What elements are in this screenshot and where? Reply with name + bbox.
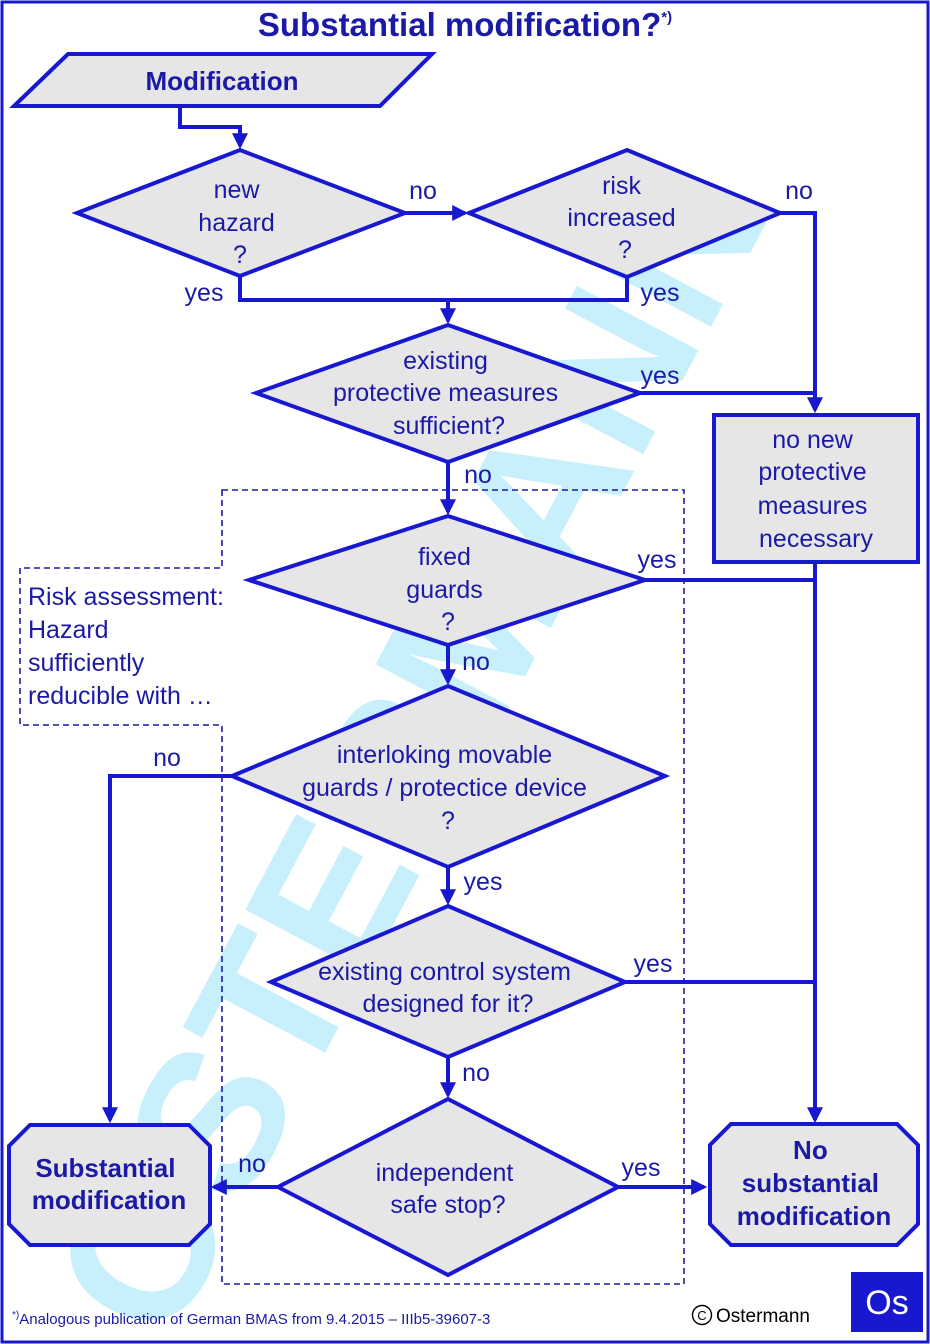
end-no-substantial-label: No substantial modification	[737, 1135, 892, 1231]
edge-label-risk-no: no	[785, 177, 813, 205]
edge-label-stop-yes: yes	[622, 1154, 661, 1182]
connectors	[102, 106, 823, 1195]
edge-label-measures-yes: yes	[641, 362, 680, 390]
edge-label-interlock-yes: yes	[464, 868, 503, 896]
logo-box	[851, 1272, 923, 1332]
edge-label-fixed-yes: yes	[638, 546, 677, 574]
edge-labels: no yes no yes yes no yes no no yes yes n…	[153, 177, 813, 1182]
box-no-new-measures-label: no new protective measures necessary	[758, 426, 875, 553]
box-no-new-measures	[712, 413, 920, 564]
decision-interlocking-guards	[226, 683, 671, 870]
page-title: Substantial modification?*)	[258, 6, 672, 43]
edge-label-risk-yes: yes	[641, 279, 680, 307]
copyright: C Ostermann	[691, 1304, 810, 1327]
end-substantial-label: Substantial modification	[32, 1153, 187, 1215]
decision-safe-stop	[273, 1096, 623, 1278]
decision-risk-increased	[463, 147, 786, 280]
decision-fixed-guards	[242, 513, 652, 648]
risk-assessment-note: Risk assessment: Hazard sufficiently red…	[28, 583, 231, 710]
edge-label-measures-no: no	[464, 461, 492, 489]
decision-new-hazard-label: new hazard ?	[198, 176, 281, 269]
edge-label-fixed-no: no	[462, 648, 490, 676]
copyright-name: Ostermann	[716, 1306, 810, 1327]
edge-label-control-no: no	[462, 1059, 490, 1087]
edge-label-new-hazard-yes: yes	[185, 279, 224, 307]
edge-label-stop-no: no	[238, 1150, 266, 1178]
footnote: *)Analogous publication of German BMAS f…	[12, 1310, 490, 1328]
risk-assessment-region	[19, 489, 685, 1285]
decision-new-hazard	[71, 147, 411, 279]
decision-existing-measures-label: existing protective measures sufficient?	[333, 347, 565, 440]
end-substantial-modification	[7, 1123, 212, 1247]
start-modification	[9, 52, 437, 108]
edge-label-interlock-no: no	[153, 744, 181, 772]
end-no-substantial-modification	[708, 1122, 920, 1247]
edge-label-control-yes: yes	[634, 950, 673, 978]
decision-existing-measures	[250, 322, 646, 465]
decision-control-system-label: existing control system designed for it?	[318, 958, 578, 1018]
decision-interlocking-label: interloking movable guards / protectice …	[302, 741, 594, 835]
start-label: Modification	[145, 66, 298, 96]
logo-text: Os	[865, 1284, 908, 1322]
decision-control-system	[265, 903, 631, 1060]
edge-label-new-hazard-no: no	[409, 177, 437, 205]
copyright-symbol: C	[697, 1308, 706, 1323]
decision-safe-stop-label: independent safe stop?	[376, 1159, 521, 1219]
decision-risk-increased-label: risk increased ?	[567, 172, 682, 264]
decision-fixed-guards-label: fixed guards ?	[406, 543, 489, 636]
copyright-icon	[691, 1304, 713, 1326]
